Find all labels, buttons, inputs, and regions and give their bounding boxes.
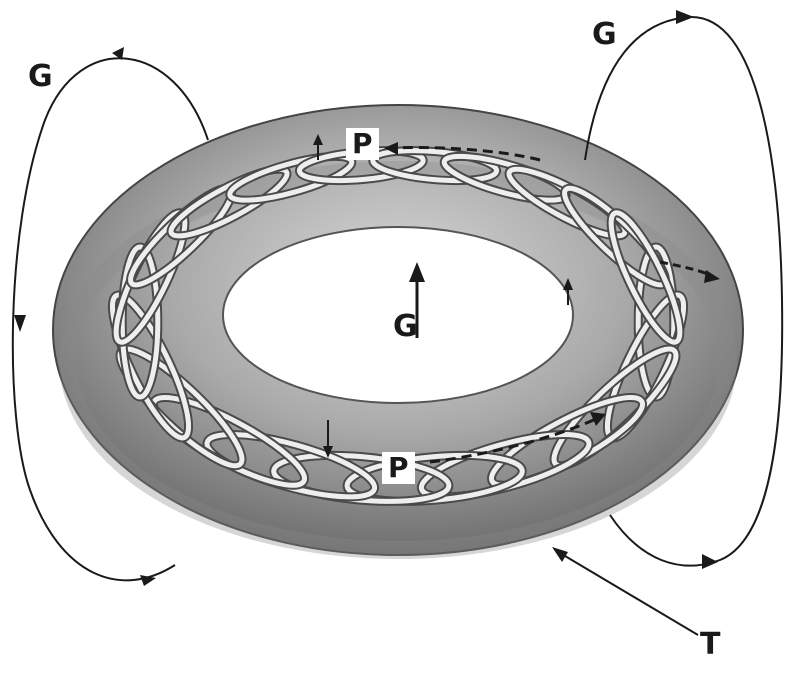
label-t: T: [700, 630, 720, 660]
label-g-center: G: [393, 312, 418, 342]
left-loop-arrow-side: [14, 315, 26, 332]
t-pointer-arrow: [552, 547, 568, 562]
right-loop-arrow-bottom: [702, 554, 718, 569]
left-loop-arrow-bottom: [140, 575, 156, 586]
label-g-right: G: [592, 20, 617, 50]
label-p-top: P: [346, 128, 379, 160]
right-loop-arrow-top: [676, 10, 694, 24]
label-g-left: G: [28, 62, 53, 92]
label-p-bottom: P: [382, 452, 415, 484]
